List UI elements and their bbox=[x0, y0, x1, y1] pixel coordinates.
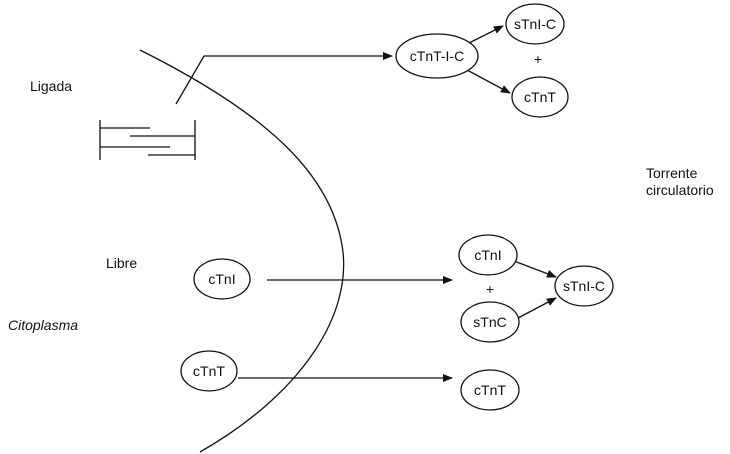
plus-sign-top: + bbox=[534, 51, 542, 67]
node-released-ctnt-top-label: cTnT bbox=[524, 89, 556, 105]
arrow-ctni-to-stnic bbox=[513, 260, 557, 278]
node-blood-ctnt-label: cTnT bbox=[474, 382, 506, 398]
arrow-complex-to-stnic bbox=[466, 25, 504, 45]
node-bound-complex: cTnT-I-C bbox=[395, 33, 479, 79]
label-torrente-line2: circulatorio bbox=[646, 182, 714, 198]
cell-membrane-curve bbox=[139, 49, 345, 453]
node-free-ctni-label: cTnI bbox=[208, 271, 235, 287]
node-blood-ctnt: cTnT bbox=[460, 369, 520, 411]
node-blood-stnc-label: sTnC bbox=[473, 314, 506, 330]
plus-sign-middle: + bbox=[486, 281, 494, 297]
node-released-stnic-top-label: sTnI-C bbox=[514, 16, 556, 32]
arrow-stnc-to-stnic bbox=[517, 297, 557, 319]
label-citoplasma: Citoplasma bbox=[8, 317, 79, 333]
node-free-ctnt: cTnT bbox=[180, 350, 238, 392]
node-blood-ctni-label: cTnI bbox=[474, 247, 501, 263]
node-blood-stnic-label: sTnI-C bbox=[563, 278, 605, 294]
node-blood-stnic: sTnI-C bbox=[554, 265, 614, 307]
node-blood-ctni: cTnI bbox=[458, 234, 518, 276]
node-blood-stnc: sTnC bbox=[460, 301, 520, 343]
arrow-complex-to-ctnt bbox=[466, 69, 511, 94]
node-bound-complex-label: cTnT-I-C bbox=[410, 48, 464, 64]
arrow-bound-release bbox=[175, 52, 393, 105]
label-torrente-line1: Torrente bbox=[646, 165, 698, 181]
label-ligada: Ligada bbox=[30, 78, 73, 94]
node-free-ctni: cTnI bbox=[193, 258, 251, 300]
node-released-stnic-top: sTnI-C bbox=[505, 3, 565, 45]
myofilament-icon bbox=[99, 120, 196, 160]
node-free-ctnt-label: cTnT bbox=[193, 363, 225, 379]
node-released-ctnt-top: cTnT bbox=[511, 76, 569, 118]
label-libre: Libre bbox=[106, 255, 138, 271]
